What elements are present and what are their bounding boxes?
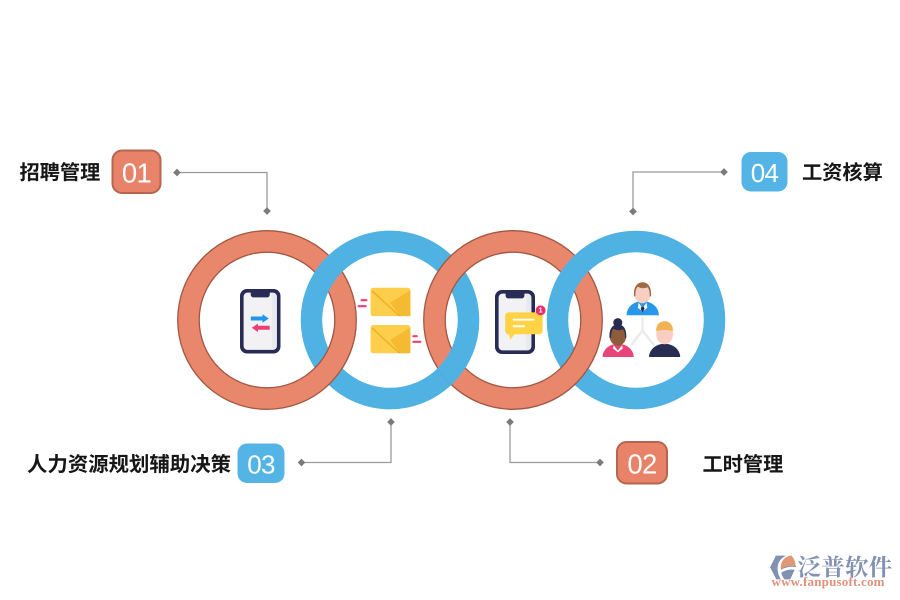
svg-text:1: 1 [539,307,543,314]
svg-text:04: 04 [751,158,779,188]
svg-text:01: 01 [122,157,151,188]
svg-text:www.fanpusoft.com: www.fanpusoft.com [772,574,885,589]
svg-text:03: 03 [247,449,275,479]
svg-text:02: 02 [627,448,656,479]
